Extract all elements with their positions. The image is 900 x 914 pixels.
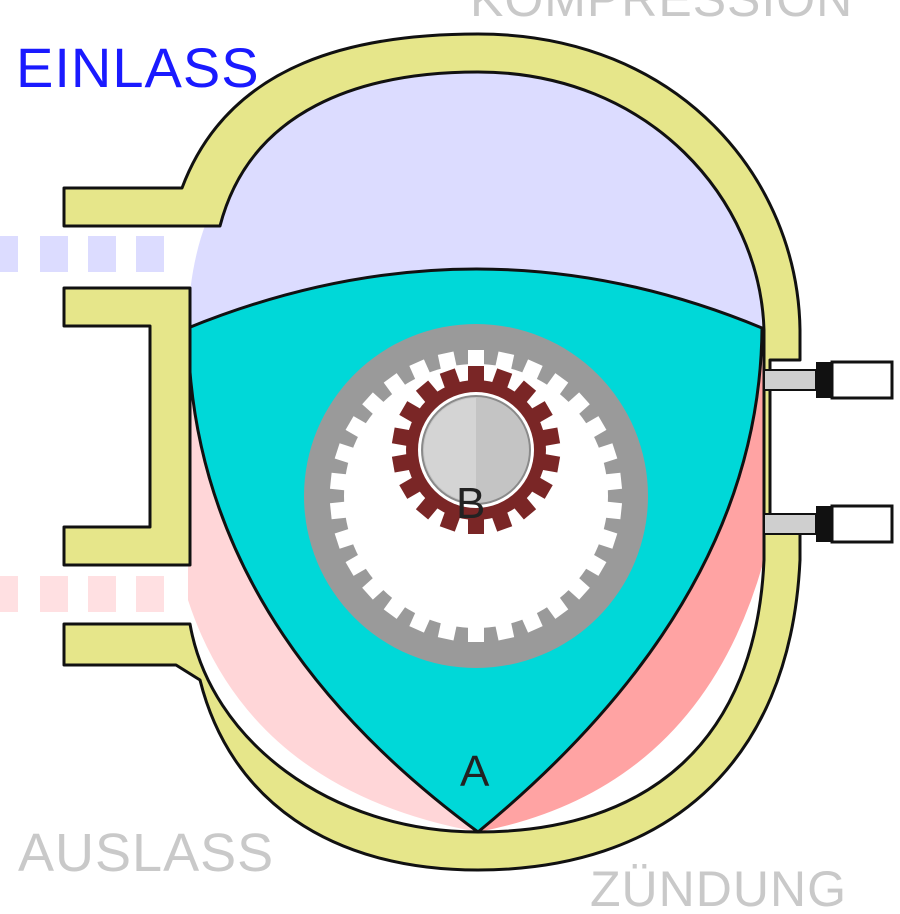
combustion-chamber bbox=[478, 328, 764, 832]
housing bbox=[62, 32, 802, 872]
rotor-apex-label: A bbox=[460, 747, 490, 796]
intake-chamber bbox=[188, 72, 762, 328]
compression-label: KOMPRESSION bbox=[470, 0, 900, 24]
exhaust-chamber bbox=[188, 328, 478, 832]
exhaust-label: AUSLASS bbox=[18, 823, 275, 883]
ignition-label: ZÜNDUNG bbox=[590, 864, 847, 914]
spark-plug-upper bbox=[763, 360, 894, 400]
shaft-center-label: B bbox=[456, 479, 485, 528]
intake-label: EINLASS bbox=[16, 36, 260, 99]
exhaust-port-stripes bbox=[0, 576, 164, 612]
housing-port-divider bbox=[62, 286, 192, 567]
spark-plug-lower bbox=[763, 504, 894, 544]
intake-port-stripes bbox=[0, 236, 164, 272]
